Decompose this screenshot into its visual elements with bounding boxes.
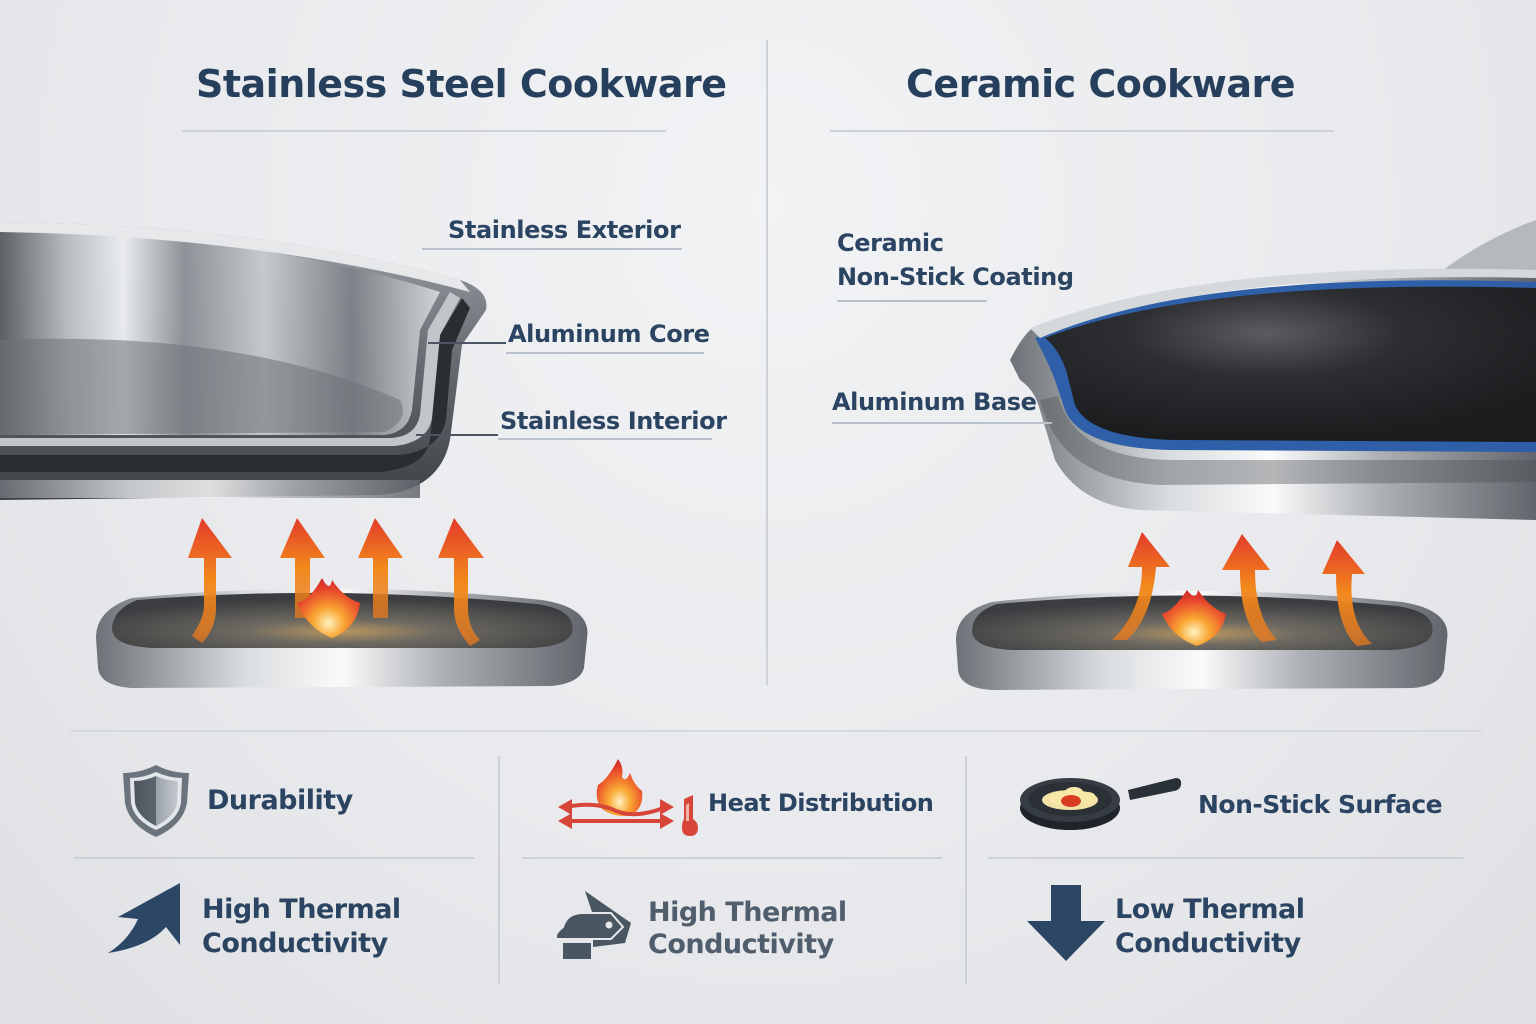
features-row-divider-2: [522, 857, 942, 859]
feature-non-stick-surface-label: Non-Stick Surface: [1198, 790, 1443, 819]
label-stainless-exterior: Stainless Exterior: [448, 216, 681, 244]
leader-stainless-interior: [416, 434, 498, 436]
ceramic-pan-cutaway-illustration: [1010, 220, 1536, 520]
underline-aluminum-core: [506, 352, 704, 354]
arrow-down-icon: [1027, 885, 1105, 961]
underline-stainless-interior: [498, 438, 712, 440]
frying-pan-egg-icon: [1020, 778, 1182, 830]
flame-arrows-thermometer-icon: [558, 759, 698, 836]
feature-high-conductivity-stainless-line2: Conductivity: [202, 928, 388, 959]
curved-arrow-up-icon: [108, 883, 180, 953]
feature-high-conductivity-middle-line1: High Thermal: [648, 897, 847, 928]
label-ceramic-line2: Non-Stick Coating: [837, 263, 1074, 291]
house-tag-icon: [554, 891, 631, 959]
underline-ceramic-coating: [837, 300, 987, 302]
ceramic-title-divider: [830, 130, 1334, 132]
feature-low-conductivity-ceramic-line2: Conductivity: [1115, 928, 1301, 959]
label-aluminum-core: Aluminum Core: [508, 320, 710, 348]
feature-heat-distribution-label: Heat Distribution: [708, 789, 934, 817]
features-col-divider-1: [498, 756, 500, 984]
feature-low-conductivity-ceramic-line1: Low Thermal: [1115, 894, 1305, 925]
feature-durability-label: Durability: [207, 785, 353, 816]
stainless-pan-cutaway-illustration: [0, 222, 487, 500]
stainless-panel-title: Stainless Steel Cookware: [196, 62, 727, 106]
features-row-divider-1: [74, 857, 474, 859]
shield-icon: [123, 765, 189, 837]
stainless-title-divider: [182, 130, 666, 132]
leader-aluminum-core: [428, 342, 506, 344]
ceramic-burner-illustration: [956, 532, 1448, 690]
panel-center-divider: [766, 40, 768, 685]
label-stainless-interior: Stainless Interior: [500, 407, 727, 435]
features-top-divider: [70, 730, 1482, 732]
underline-stainless-exterior: [422, 248, 682, 250]
stainless-burner-illustration: [96, 518, 588, 688]
feature-high-conductivity-middle-line2: Conductivity: [648, 929, 834, 960]
features-col-divider-2: [965, 756, 967, 984]
label-ceramic-line1: Ceramic: [837, 229, 944, 257]
feature-high-conductivity-stainless-line1: High Thermal: [202, 894, 401, 925]
underline-aluminum-base: [832, 422, 1052, 424]
ceramic-panel-title: Ceramic Cookware: [906, 62, 1296, 106]
features-row-divider-3: [988, 857, 1464, 859]
label-aluminum-base: Aluminum Base: [832, 388, 1037, 416]
